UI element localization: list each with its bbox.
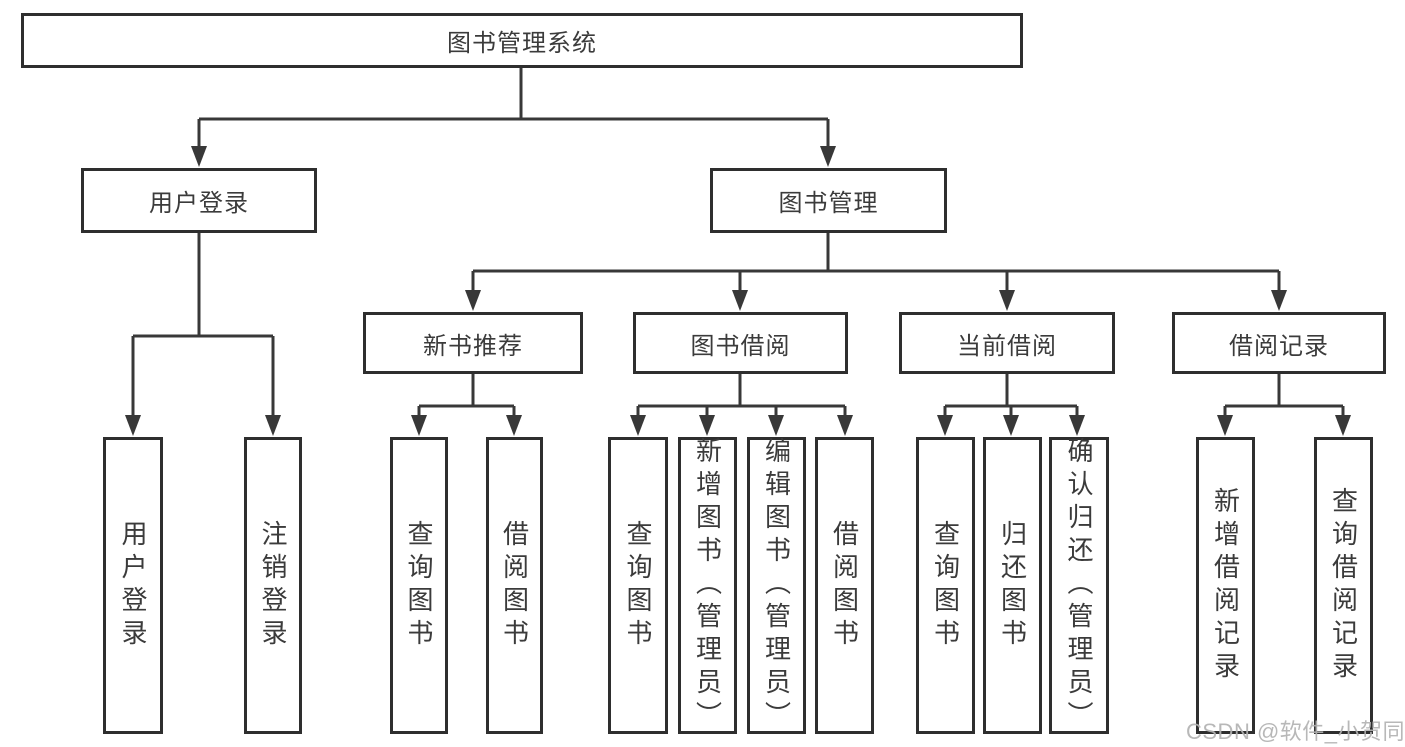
node-label: 新书推荐 [423, 332, 523, 360]
node-label: 查询图书 [404, 519, 434, 652]
node-book-management: 图书管理 [710, 168, 947, 233]
arrowhead-down [465, 290, 481, 311]
node-label: 查询借阅记录 [1328, 486, 1359, 685]
connector-new-book [417, 374, 516, 418]
connector-book-borrowing [636, 374, 847, 418]
connector-root [197, 68, 830, 150]
leaf-confirm-return-admin: 确认归还（管理员） [1049, 437, 1109, 734]
node-current-borrowing: 当前借阅 [899, 312, 1115, 374]
arrowhead-down [1271, 290, 1287, 311]
leaf-user-login: 用户登录 [103, 437, 163, 734]
leaf-query-borrow-record: 查询借阅记录 [1314, 437, 1373, 734]
node-label: 归还图书 [997, 519, 1028, 652]
node-label: 新增图书（管理员） [692, 437, 723, 734]
leaf-add-borrow-record: 新增借阅记录 [1196, 437, 1255, 734]
arrowhead-down [1069, 415, 1085, 436]
arrowhead-down [1003, 415, 1019, 436]
arrowhead-down [265, 415, 281, 436]
arrowhead-down [506, 415, 522, 436]
leaf-edit-books-admin: 编辑图书（管理员） [747, 437, 806, 734]
arrowhead-down [768, 415, 784, 436]
arrowhead-down [820, 146, 836, 167]
leaf-query-books-3: 查询图书 [916, 437, 975, 734]
arrowhead-down [937, 415, 953, 436]
node-label: 借阅图书 [829, 519, 860, 652]
leaf-add-books-admin: 新增图书（管理员） [678, 437, 737, 734]
leaf-return-books: 归还图书 [983, 437, 1042, 734]
node-user-login-branch: 用户登录 [81, 168, 317, 233]
arrowhead-down [999, 290, 1015, 311]
connector-book-management [471, 233, 1281, 294]
node-label: 图书管理系统 [447, 30, 597, 57]
watermark: CSDN @软件_小贺同学 [1186, 719, 1405, 744]
node-label: 编辑图书（管理员） [761, 437, 792, 734]
node-borrowing-records: 借阅记录 [1172, 312, 1386, 374]
leaf-borrow-books-1: 借阅图书 [486, 437, 543, 734]
leaf-borrow-books-2: 借阅图书 [815, 437, 874, 734]
arrowhead-down [1335, 415, 1351, 436]
node-label: 注销登录 [258, 519, 288, 652]
arrowhead-down [411, 415, 427, 436]
node-label: 查询图书 [930, 519, 961, 652]
node-label: 查询图书 [623, 519, 653, 652]
node-label: 当前借阅 [957, 332, 1057, 360]
arrowhead-down [699, 415, 715, 436]
node-label: 确认归还（管理员） [1064, 437, 1094, 734]
arrowhead-down [1217, 415, 1233, 436]
node-label: 借阅记录 [1229, 332, 1329, 360]
node-book-borrowing: 图书借阅 [633, 312, 848, 374]
node-label: 用户登录 [149, 190, 249, 217]
arrowhead-down [630, 415, 646, 436]
node-library-management-system: 图书管理系统 [21, 13, 1023, 68]
arrowhead-down [191, 146, 207, 167]
node-label: 图书管理 [778, 190, 879, 217]
connector-borrowing-records [1223, 374, 1345, 418]
node-label: 用户登录 [118, 519, 148, 652]
node-new-book-recommend: 新书推荐 [363, 312, 583, 374]
leaf-logout: 注销登录 [244, 437, 302, 734]
leaf-query-books-1: 查询图书 [390, 437, 448, 734]
leaf-query-books-2: 查询图书 [608, 437, 668, 734]
connector-user-login [131, 233, 275, 418]
node-label: 新增借阅记录 [1210, 486, 1241, 685]
connector-current-borrowing [943, 374, 1079, 418]
arrowhead-down [125, 415, 141, 436]
node-label: 借阅图书 [499, 519, 530, 652]
arrowhead-down [732, 290, 748, 311]
arrowhead-down [837, 415, 853, 436]
node-label: 图书借阅 [690, 332, 791, 360]
